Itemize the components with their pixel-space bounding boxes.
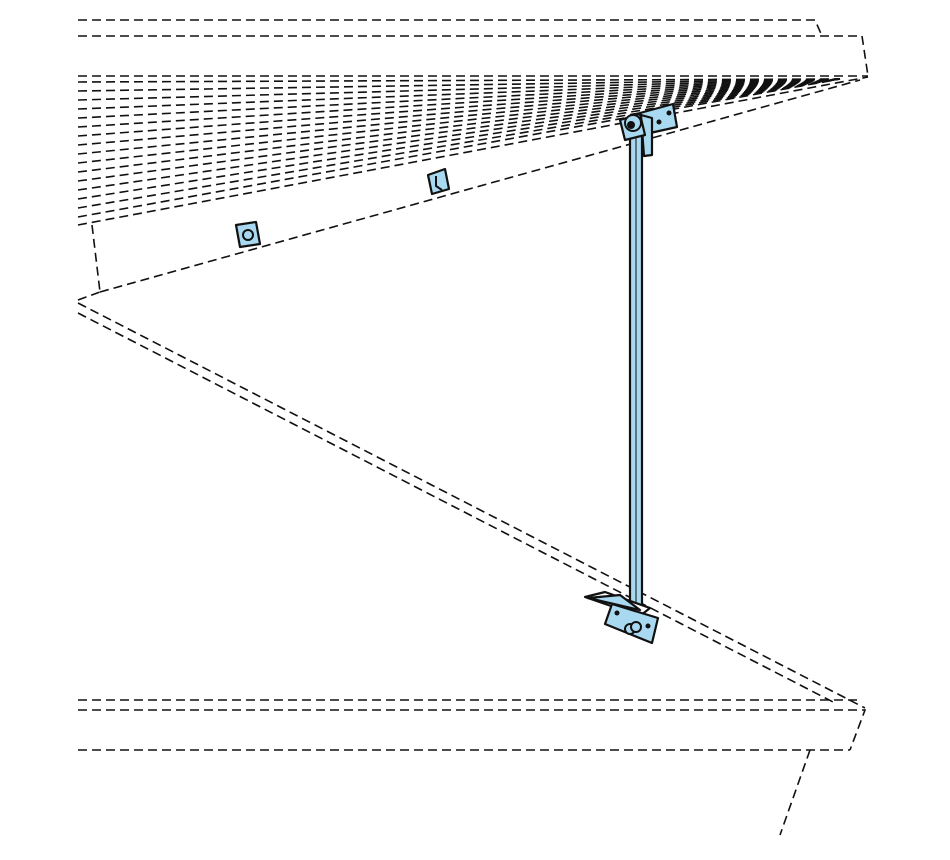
clip-middle (426, 167, 451, 196)
hatch-line (77, 78, 841, 191)
hatch-line (77, 78, 841, 146)
upper-hinge-bracket (618, 102, 679, 158)
hatch-line (77, 78, 841, 164)
hatch-line (77, 78, 841, 92)
upper-panel (77, 19, 869, 301)
hatch-line (77, 78, 841, 128)
clip-left (234, 220, 262, 249)
hatch-line (77, 78, 841, 110)
hatch-line (77, 78, 841, 137)
support-rod (628, 128, 644, 612)
lower-hinge-bracket (583, 590, 660, 645)
hatch-line (77, 78, 841, 182)
hatch-line (77, 78, 841, 83)
hatch-line (77, 78, 841, 155)
hatch-line (77, 78, 841, 173)
hatch-line (77, 78, 841, 101)
hatch-line (77, 78, 841, 218)
hatch-line (77, 78, 841, 200)
lower-panel (77, 302, 867, 836)
hatch-line (77, 78, 841, 209)
hatching (77, 78, 841, 218)
hatch-line (77, 78, 841, 119)
